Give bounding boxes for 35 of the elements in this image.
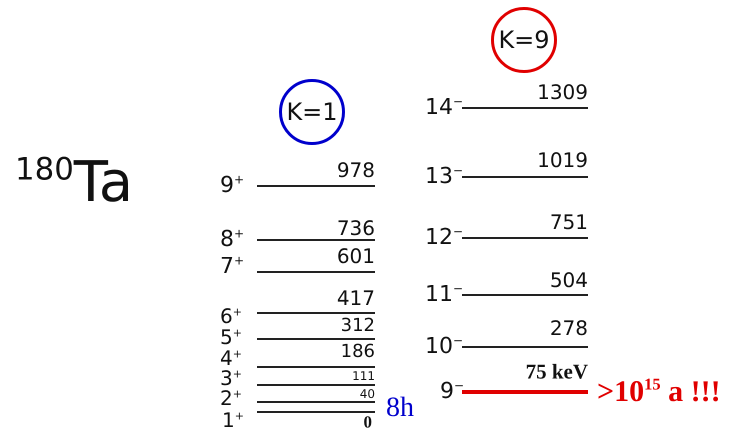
spin-parity-label: 7$^{+}$ bbox=[220, 256, 244, 278]
energy-label: 1019 bbox=[537, 150, 588, 170]
spin-parity-label: 12$^{−}$ bbox=[425, 227, 464, 249]
energy-label: 0 bbox=[364, 414, 372, 430]
energy-label: 601 bbox=[336, 246, 375, 266]
spin-parity-label: 3$^{+}$ bbox=[220, 368, 242, 388]
energy-label: 186 bbox=[340, 343, 375, 361]
nucleus-symbol: $^{180}$Ta bbox=[15, 155, 134, 211]
energy-label: 75 keV bbox=[526, 362, 588, 382]
energy-label: 278 bbox=[550, 318, 588, 338]
spin-parity-label: 9$^{+}$ bbox=[220, 175, 244, 197]
energy-label: 736 bbox=[336, 218, 375, 238]
spin-parity-label: 1$^{+}$ bbox=[222, 410, 244, 430]
energy-label: 111 bbox=[352, 370, 375, 382]
spin-parity-label: 9$^{−}$ bbox=[440, 381, 464, 403]
energy-label: 1309 bbox=[537, 82, 588, 102]
energy-label: 504 bbox=[550, 270, 588, 290]
spin-parity-label: 5$^{+}$ bbox=[220, 327, 242, 347]
energy-label: 417 bbox=[336, 288, 375, 308]
spin-parity-label: 8$^{+}$ bbox=[220, 229, 244, 251]
spin-parity-label: 4$^{+}$ bbox=[220, 348, 242, 368]
k-number-circle: K=1 bbox=[279, 79, 345, 145]
spin-parity-label: 13$^{−}$ bbox=[425, 166, 464, 188]
energy-label: 751 bbox=[550, 212, 588, 232]
k-number-circle: K=9 bbox=[491, 7, 557, 73]
energy-label: 978 bbox=[336, 160, 375, 180]
spin-parity-label: 14$^{−}$ bbox=[425, 97, 464, 119]
spin-parity-label: 6$^{+}$ bbox=[220, 306, 242, 326]
half-life-label: 8h bbox=[386, 394, 414, 422]
half-life-label: >10$^{15}$ a !!! bbox=[597, 377, 721, 407]
spin-parity-label: 10$^{−}$ bbox=[425, 336, 464, 358]
energy-label: 312 bbox=[340, 317, 375, 335]
spin-parity-label: 2$^{+}$ bbox=[220, 388, 242, 408]
spin-parity-label: 11$^{−}$ bbox=[425, 284, 464, 306]
energy-label: 40 bbox=[360, 388, 375, 400]
